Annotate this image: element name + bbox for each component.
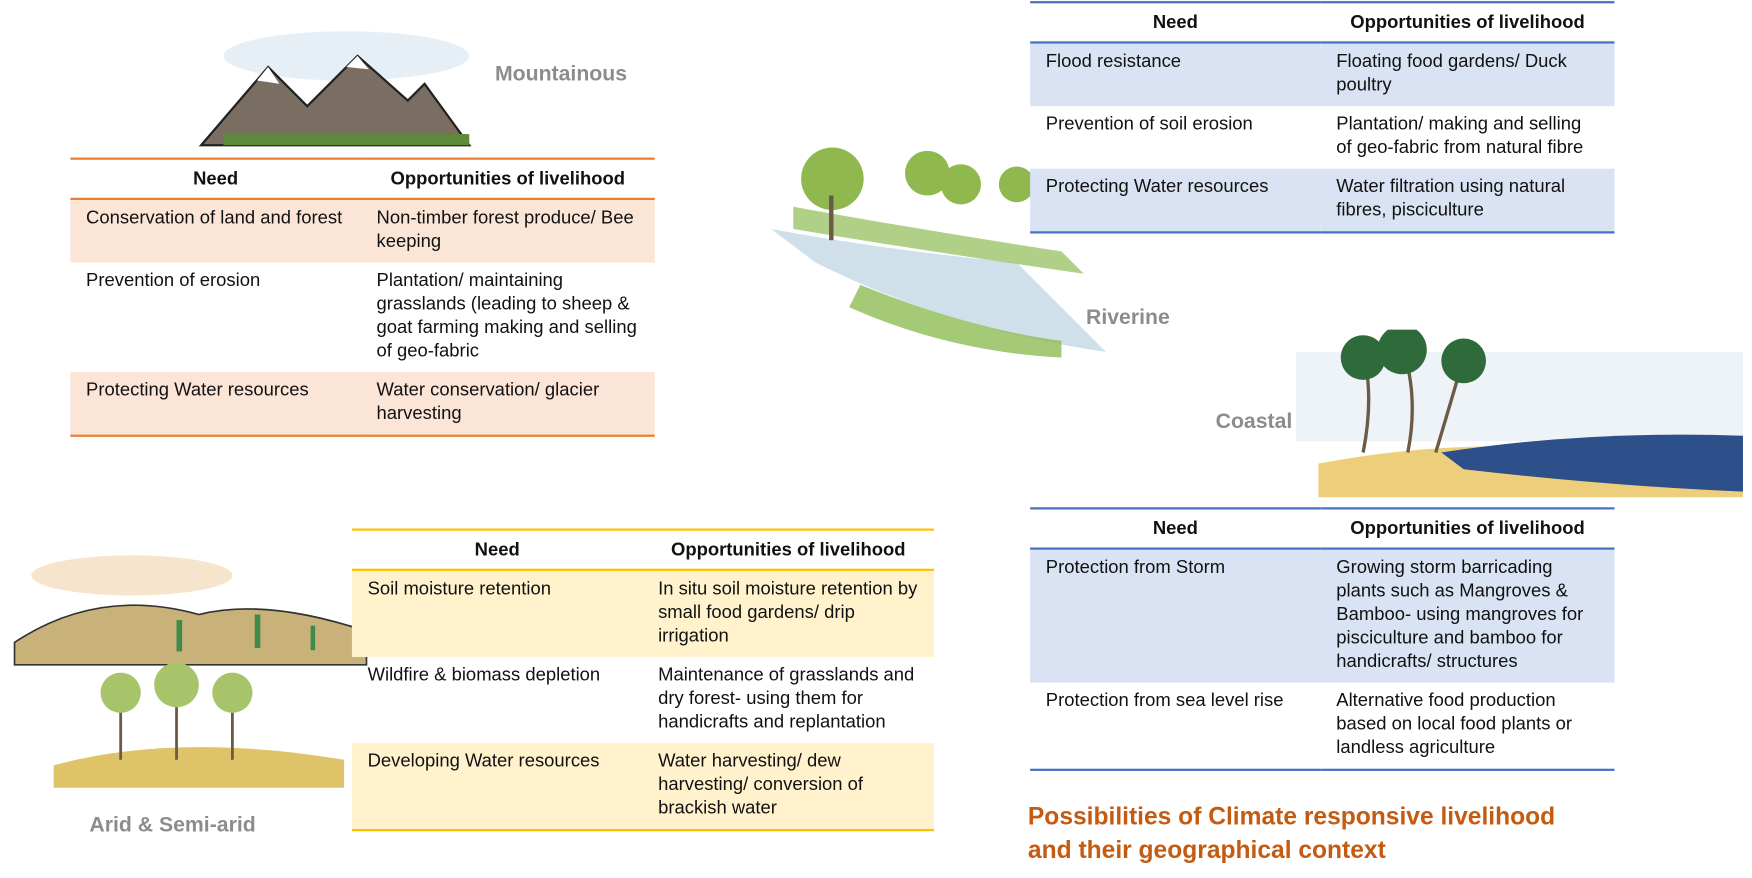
coastal-table: Need Opportunities of livelihood Protecti…: [1030, 507, 1615, 771]
opportunity-cell: Water conservation/ glacier harvesting: [360, 372, 655, 436]
riverine-label: Riverine: [1086, 306, 1170, 330]
need-cell: Soil moisture retention: [351, 569, 643, 657]
opportunity-cell: Maintenance of grasslands and dry forest…: [658, 664, 915, 732]
opportunity-cell: Alternative food production based on loc…: [1336, 690, 1573, 758]
header-opportunities: Opportunities of livelihood: [390, 168, 626, 189]
arid-table: Need Opportunities of livelihood Soil moi…: [351, 528, 935, 832]
header-need: Need: [1152, 517, 1198, 538]
title-line-1: Possibilities of Climate responsive live…: [1027, 802, 1556, 831]
coastal-illustration: [1296, 329, 1743, 498]
riverine-illustration: [770, 147, 1107, 358]
header-need: Need: [193, 168, 239, 189]
riverine-table: Need Opportunities of livelihood Flood re…: [1030, 1, 1615, 234]
mountainous-label: Mountainous: [494, 62, 628, 87]
arid-label: Arid & Semi-arid: [89, 813, 256, 837]
need-cell: Flood resistance: [1030, 42, 1321, 107]
need-cell: Conservation of land and forest: [70, 198, 361, 263]
table-row: Protection from sea level rise Alternativ…: [1030, 683, 1614, 770]
arid-illustration: [13, 555, 368, 788]
opportunity-cell: Water harvesting/ dew harvesting/ conver…: [642, 743, 935, 831]
header-opportunities: Opportunities of livelihood: [1350, 11, 1585, 32]
opportunity-cell: Floating food gardens/ Duck poultry: [1320, 42, 1615, 107]
need-cell: Protecting Water resources: [1030, 168, 1321, 233]
need-cell: Prevention of erosion: [86, 270, 261, 291]
header-opportunities: Opportunities of livelihood: [670, 539, 906, 560]
opportunity-cell: Water filtration using natural fibres, p…: [1320, 168, 1615, 233]
header-opportunities: Opportunities of livelihood: [1350, 517, 1585, 538]
figure-title: Possibilities of Climate responsive live…: [1028, 800, 1555, 867]
table-row: Wildfire & biomass depletion Maintenance …: [352, 657, 934, 743]
need-cell: Prevention of soil erosion: [1045, 113, 1253, 135]
table-row: Prevention of erosion Plantation/ maintai…: [70, 263, 654, 372]
mountainous-table: Need Opportunities of livelihood Conserva…: [70, 157, 655, 437]
header-need: Need: [1152, 11, 1198, 32]
need-cell: Developing Water resources: [351, 743, 643, 831]
mountain-illustration: [198, 31, 472, 147]
need-cell: Protecting Water resources: [70, 372, 361, 436]
opportunity-cell: Non-timber forest produce/ Bee keeping: [360, 198, 655, 263]
need-cell: Protection from sea level rise: [1045, 690, 1284, 711]
table-row: Prevention of soil erosion Plantation/ ma…: [1030, 106, 1614, 169]
coastal-label: Coastal: [1215, 410, 1293, 434]
opportunity-cell: Growing storm barricading plants such as…: [1320, 548, 1615, 683]
header-need: Need: [474, 539, 520, 560]
need-cell: Protection from Storm: [1030, 548, 1321, 683]
need-cell: Wildfire & biomass depletion: [367, 664, 601, 685]
title-line-2: and their geographical context: [1027, 835, 1386, 864]
opportunity-cell: Plantation/ making and selling of geo-fa…: [1336, 113, 1584, 158]
opportunity-cell: In situ soil moisture retention by small…: [642, 569, 935, 657]
opportunity-cell: Plantation/ maintaining grasslands (lead…: [376, 270, 637, 361]
